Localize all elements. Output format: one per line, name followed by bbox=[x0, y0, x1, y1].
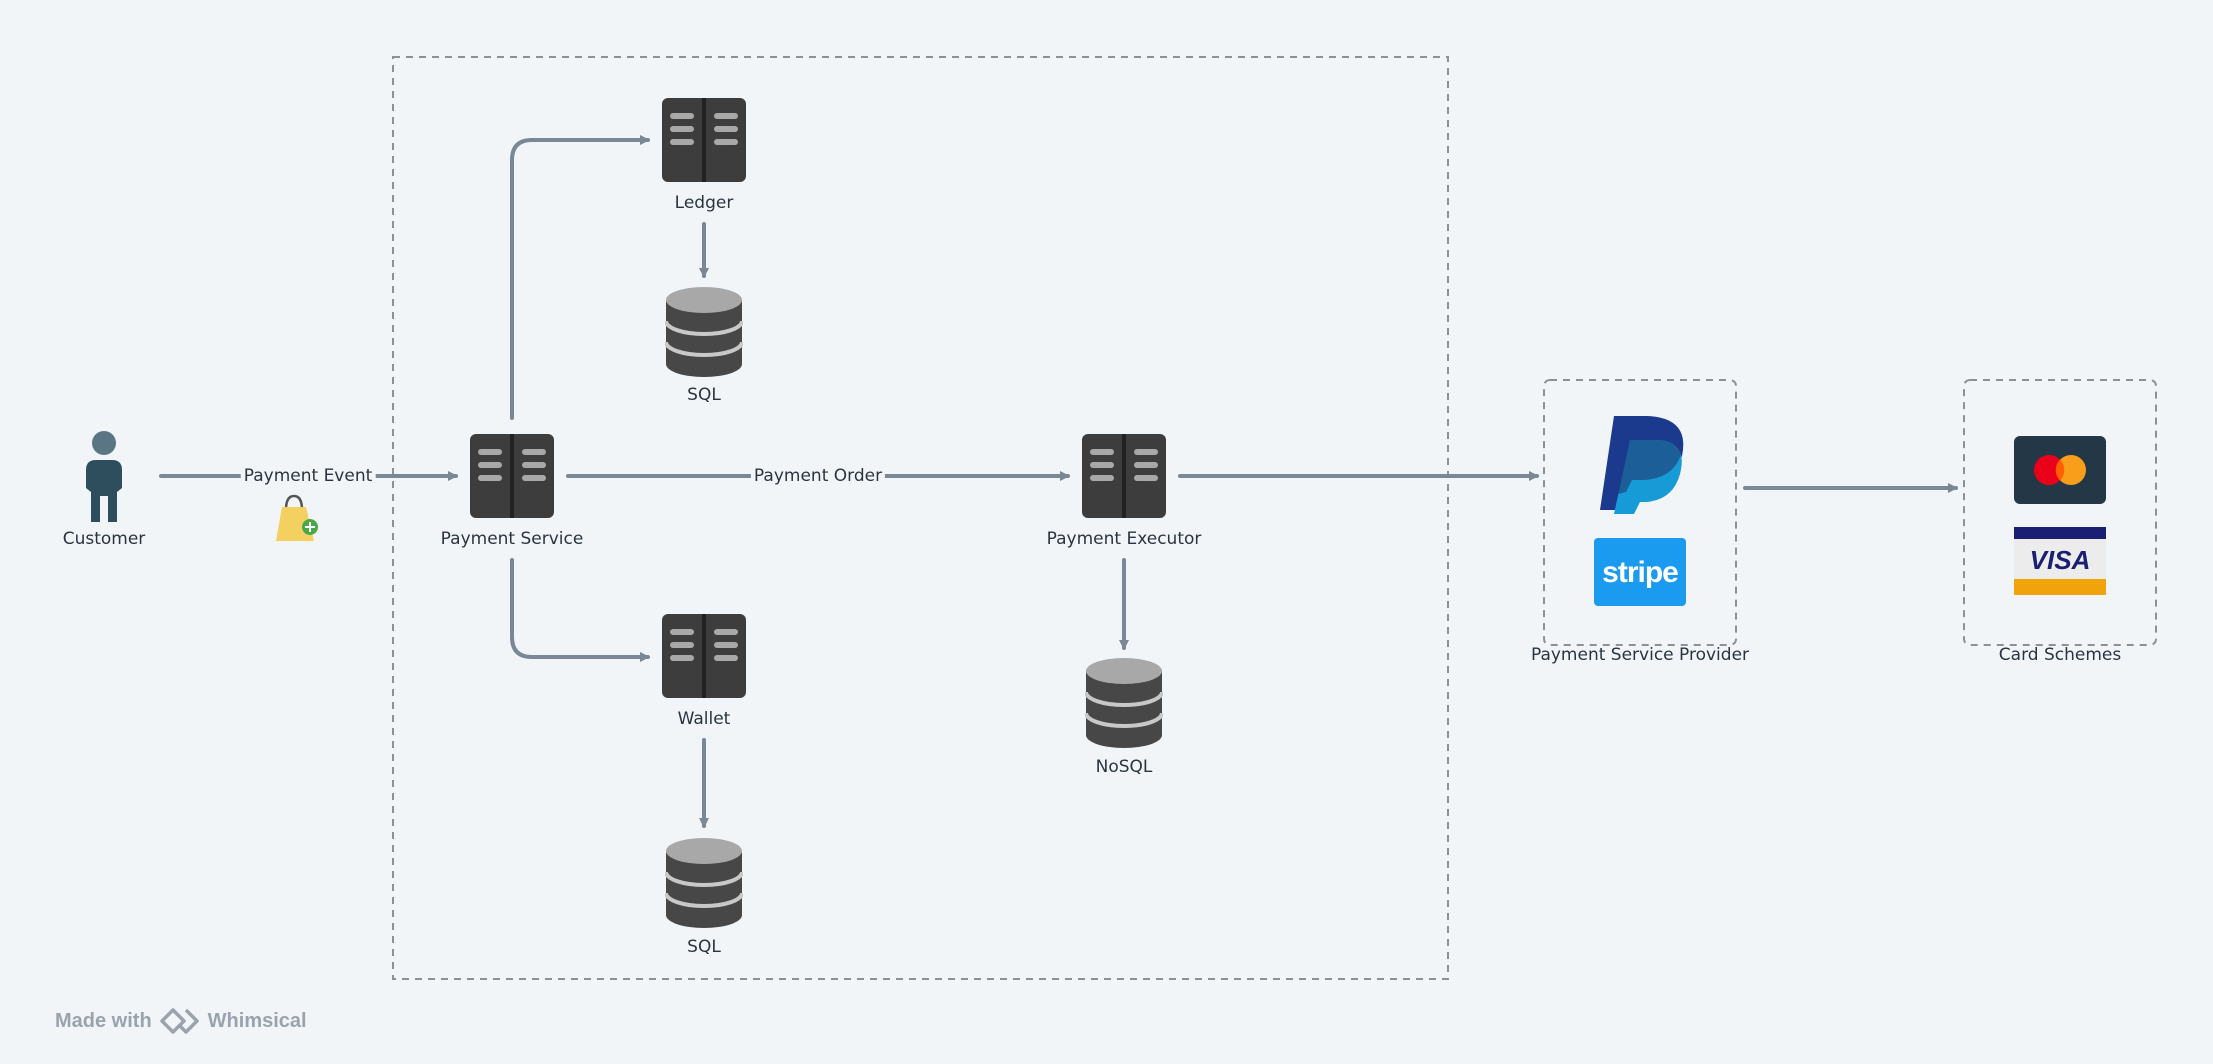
wallet-sql-database-icon bbox=[665, 837, 743, 929]
payment-executor-server-icon bbox=[1082, 434, 1166, 518]
card-schemes-group-label: Card Schemes bbox=[1998, 645, 2122, 665]
psp-group-boundary bbox=[1543, 379, 1737, 646]
stripe-logo-text: stripe bbox=[1602, 556, 1678, 589]
shopping-bag-icon bbox=[276, 494, 318, 541]
executor-nosql-database-icon bbox=[1085, 657, 1163, 749]
visa-logo-text: VISA bbox=[2030, 545, 2091, 575]
payment-event-edge-label: Payment Event bbox=[240, 465, 376, 487]
payment-system-boundary bbox=[392, 56, 1449, 980]
made-with-text: Made with bbox=[55, 1009, 152, 1032]
wallet-sql-label: SQL bbox=[687, 937, 721, 957]
card-schemes-group-boundary bbox=[1963, 379, 2157, 646]
ledger-label: Ledger bbox=[674, 193, 734, 213]
ledger-sql-label: SQL bbox=[687, 385, 721, 405]
customer-label: Customer bbox=[62, 529, 146, 549]
stripe-logo: stripe bbox=[1594, 538, 1686, 606]
wallet-server-icon bbox=[662, 614, 746, 698]
wallet-label: Wallet bbox=[677, 709, 731, 729]
payment-service-server-icon bbox=[470, 434, 554, 518]
visa-logo: VISA bbox=[2014, 527, 2106, 595]
payment-order-edge-label: Payment Order bbox=[750, 465, 886, 487]
psp-group-label: Payment Service Provider bbox=[1530, 645, 1750, 665]
whimsical-brand-text: Whimsical bbox=[207, 1009, 307, 1032]
mastercard-logo bbox=[2014, 436, 2106, 504]
arrow-payment-service-to-wallet bbox=[510, 558, 650, 662]
ledger-server-icon bbox=[662, 98, 746, 182]
payment-executor-label: Payment Executor bbox=[1046, 529, 1202, 549]
arrow-payment-service-to-ledger bbox=[510, 135, 650, 420]
whimsical-logo bbox=[159, 1008, 199, 1034]
payment-service-label: Payment Service bbox=[440, 529, 584, 549]
paypal-logo bbox=[1600, 416, 1684, 514]
made-with-whimsical-badge[interactable]: Made with Whimsical bbox=[55, 1008, 307, 1034]
ledger-sql-database-icon bbox=[665, 286, 743, 378]
nosql-label: NoSQL bbox=[1095, 757, 1153, 777]
person-icon bbox=[86, 431, 122, 522]
